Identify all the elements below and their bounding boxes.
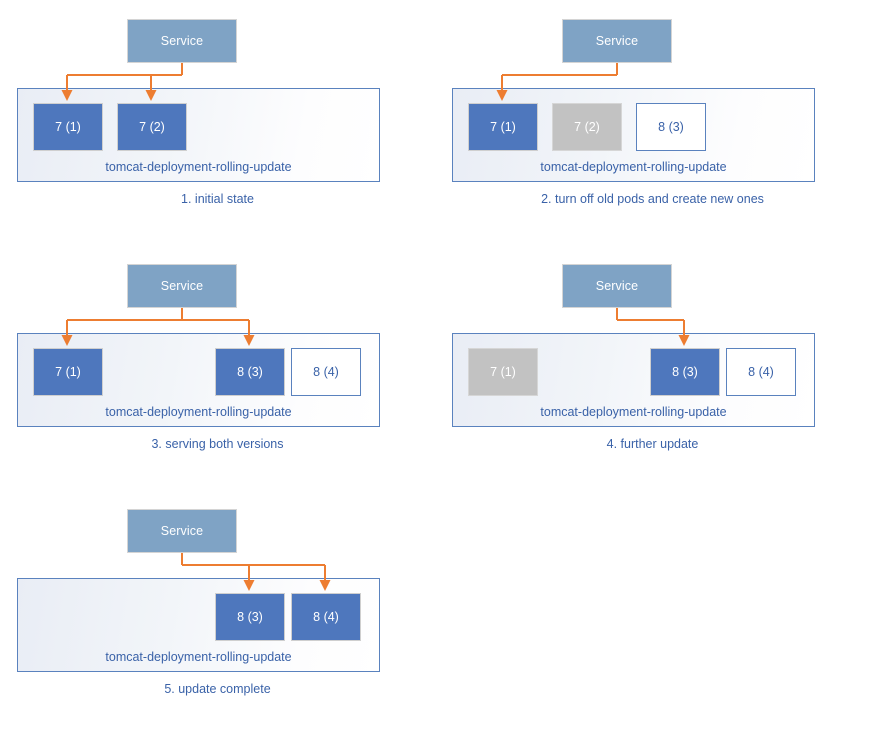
- pod-label: 8 (3): [658, 120, 684, 134]
- service-box: Service: [127, 264, 237, 308]
- pod-label: 8 (3): [237, 610, 263, 624]
- panel-caption: 3. serving both versions: [151, 437, 284, 451]
- deployment-name-label: tomcat-deployment-rolling-update: [105, 405, 292, 419]
- diagram-panel-5: Service 8 (3) 8 (4) tomcat-deployment-rolli…: [0, 490, 435, 730]
- deployment-container: 7 (1) 7 (2) 8 (3) tomcat-deployment-rolling…: [452, 88, 815, 182]
- pod-box: 8 (3): [650, 348, 720, 396]
- pod-label: 7 (2): [139, 120, 165, 134]
- service-label: Service: [160, 524, 204, 538]
- pod-label: 7 (1): [55, 365, 81, 379]
- pod-box: 8 (4): [291, 593, 361, 641]
- deployment-name-label: tomcat-deployment-rolling-update: [105, 160, 292, 174]
- pod-label: 8 (4): [748, 365, 774, 379]
- service-box: Service: [562, 19, 672, 63]
- diagram-panel-4: Service 7 (1) 8 (3) 8 (4) tomcat-deployment-…: [435, 245, 870, 485]
- pod-box: 7 (1): [468, 348, 538, 396]
- service-box: Service: [127, 19, 237, 63]
- diagram-panel-2: Service 7 (1) 7 (2) 8 (3) tomcat-deployment-…: [435, 0, 870, 240]
- pod-box: 7 (2): [117, 103, 187, 151]
- pod-box: 7 (2): [552, 103, 622, 151]
- pod-label: 8 (4): [313, 365, 339, 379]
- pod-box: 7 (1): [33, 103, 103, 151]
- panel-caption: 5. update complete: [164, 682, 271, 696]
- pod-label: 8 (3): [672, 365, 698, 379]
- deployment-container: 7 (1) 7 (2) tomcat-deployment-rolling-upda…: [17, 88, 380, 182]
- pod-box: 7 (1): [33, 348, 103, 396]
- pod-label: 8 (3): [237, 365, 263, 379]
- service-label: Service: [595, 279, 639, 293]
- panel-caption: 1. initial state: [181, 192, 254, 206]
- diagram-panel-3: Service 7 (1) 8 (3) 8 (4) tomcat-deployment-…: [0, 245, 435, 485]
- pod-label: 7 (2): [574, 120, 600, 134]
- pod-label: 7 (1): [490, 120, 516, 134]
- panel-caption: 4. further update: [606, 437, 699, 451]
- pod-box: 8 (4): [291, 348, 361, 396]
- pod-box: 8 (3): [215, 348, 285, 396]
- pod-label: 7 (1): [490, 365, 516, 379]
- pod-label: 8 (4): [313, 610, 339, 624]
- pod-box: 8 (4): [726, 348, 796, 396]
- deployment-name-label: tomcat-deployment-rolling-update: [540, 405, 727, 419]
- pod-box: 7 (1): [468, 103, 538, 151]
- pod-box: 8 (3): [636, 103, 706, 151]
- service-box: Service: [127, 509, 237, 553]
- pod-box: 8 (3): [215, 593, 285, 641]
- panel-caption: 2. turn off old pods and create new ones: [541, 192, 764, 206]
- deployment-container: 7 (1) 8 (3) 8 (4) tomcat-deployment-rolling…: [452, 333, 815, 427]
- deployment-container: 8 (3) 8 (4) tomcat-deployment-rolling-upda…: [17, 578, 380, 672]
- deployment-name-label: tomcat-deployment-rolling-update: [540, 160, 727, 174]
- deployment-container: 7 (1) 8 (3) 8 (4) tomcat-deployment-rolling…: [17, 333, 380, 427]
- pod-label: 7 (1): [55, 120, 81, 134]
- diagram-panel-1: Service 7 (1) 7 (2) tomcat-deployment-rolli…: [0, 0, 435, 240]
- service-box: Service: [562, 264, 672, 308]
- deployment-name-label: tomcat-deployment-rolling-update: [105, 650, 292, 664]
- service-label: Service: [160, 34, 204, 48]
- service-label: Service: [595, 34, 639, 48]
- service-label: Service: [160, 279, 204, 293]
